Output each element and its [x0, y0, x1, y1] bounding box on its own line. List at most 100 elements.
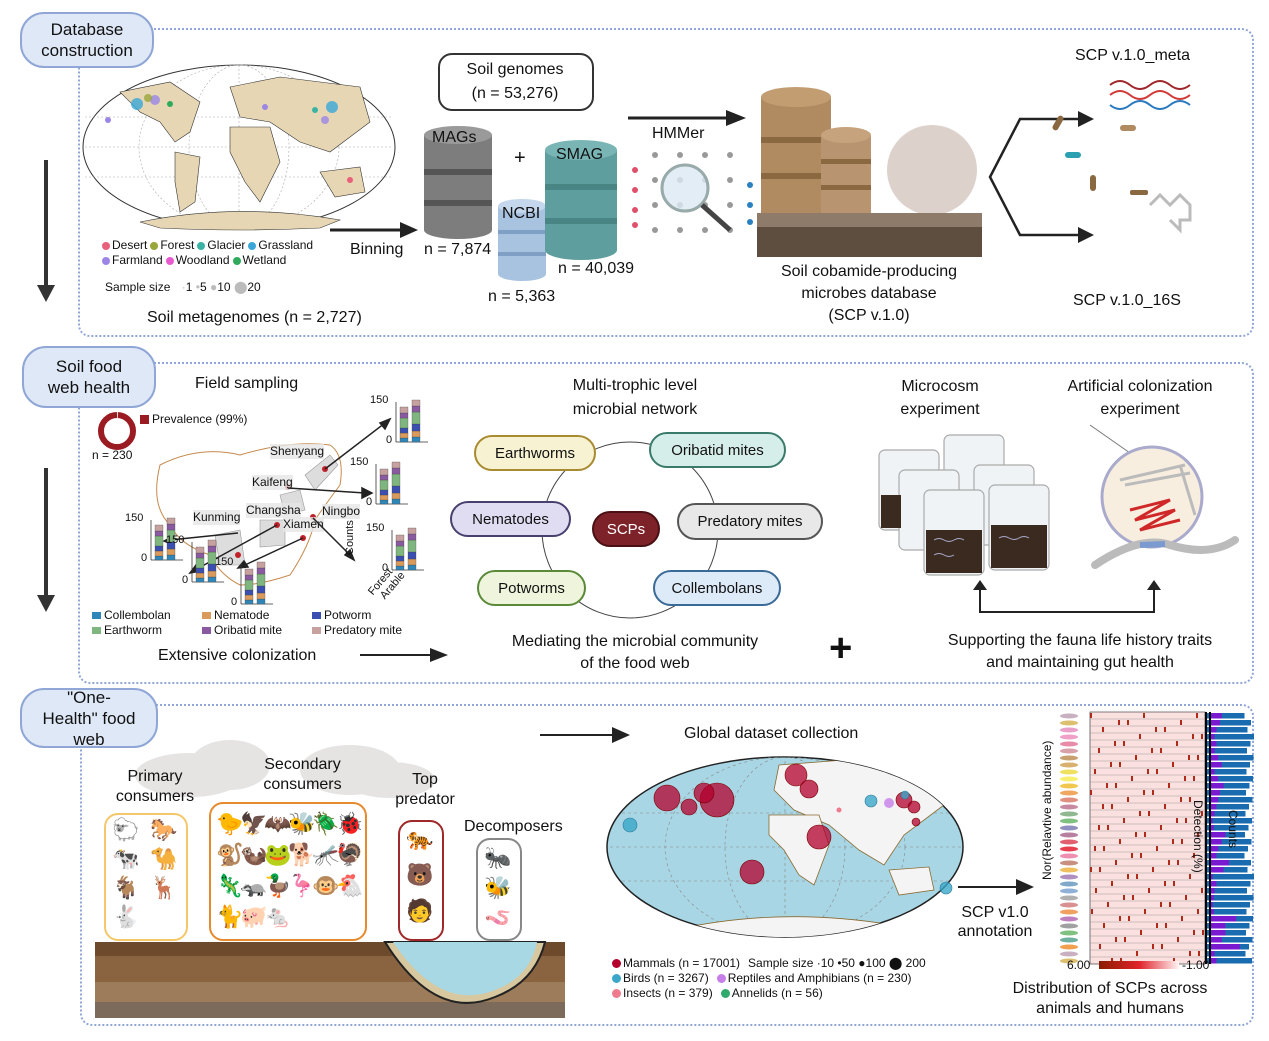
count-bar — [1211, 755, 1219, 761]
heatmap-cell — [1115, 860, 1117, 865]
mini-chart-axis-min: 0 — [182, 574, 189, 586]
row-color-marker — [1060, 874, 1078, 880]
heatmap-cell — [1196, 713, 1198, 718]
heatmap-cell — [1147, 769, 1149, 774]
heatmap-cell — [1160, 748, 1162, 753]
heatmap-cell — [1197, 832, 1199, 837]
termite-icon: 🐜 — [484, 845, 512, 870]
row-color-marker — [1060, 797, 1078, 803]
falcon-icon: 🦅 — [240, 811, 268, 836]
distribution-line1: Distribution of SCPs across — [1012, 980, 1208, 997]
flow-arrow-down-1 — [37, 160, 55, 302]
mini-stacked-bar-chart — [191, 539, 224, 583]
bar-segment — [391, 485, 401, 494]
toad-icon: 🐸 — [264, 842, 292, 867]
row-color-marker — [1060, 958, 1078, 964]
dog-icon: 🐕 — [288, 842, 316, 867]
bar-segment — [154, 545, 164, 552]
decomposers-box — [476, 838, 522, 941]
city-kunming: Kunming — [193, 510, 241, 525]
bar-segment — [379, 468, 389, 476]
heatmap-cell — [1106, 783, 1108, 788]
bar-segment — [399, 412, 409, 419]
node-earthworms: Earthworms — [474, 435, 596, 471]
bar-segment — [244, 568, 254, 576]
habitat-legend-item: Grassland — [248, 238, 313, 252]
animal-sample-world-map — [606, 756, 964, 938]
bar-segment — [256, 585, 266, 594]
legend-dot — [197, 241, 206, 250]
heatmap-cell — [1115, 937, 1117, 942]
count-bar — [1211, 804, 1217, 810]
smag-count: n = 40,039 — [558, 260, 635, 277]
sample-size-5: 5 — [199, 280, 207, 294]
habitat-legend-item: Glacier — [197, 238, 245, 252]
bar-segment — [407, 539, 417, 553]
bar-segment — [195, 577, 205, 583]
count-bar — [1211, 874, 1213, 880]
bar-segment — [395, 534, 405, 542]
detection-bar — [1207, 804, 1249, 810]
detection-bar — [1207, 888, 1247, 894]
habitat-legend-item: Forest — [150, 238, 194, 252]
mini-chart-axis-max: 150 — [215, 556, 234, 568]
network-title-1: Multi-trophic level — [572, 377, 698, 394]
detection-bar — [1207, 832, 1245, 838]
heatmap-cell — [1111, 881, 1113, 886]
bar-segment — [407, 564, 417, 571]
heatmap-cell — [1127, 797, 1129, 802]
detection-bar — [1207, 727, 1248, 733]
pig-icon: 🐖 — [240, 904, 268, 929]
primary-consumers-box — [104, 813, 188, 941]
distribution-line2: animals and humans — [1036, 1000, 1184, 1017]
legend-dot — [102, 256, 110, 265]
count-bar — [1211, 895, 1214, 901]
heatmap-cell — [1197, 909, 1199, 914]
count-bar — [1211, 769, 1215, 775]
to-global-arrow — [540, 727, 630, 743]
crane-icon: 🦩 — [288, 873, 316, 898]
heatmap-cell — [1099, 944, 1101, 949]
annotation-arrow — [958, 879, 1034, 895]
bar-segment — [166, 523, 176, 531]
chicken-icon: 🐔 — [336, 873, 364, 898]
heatmap-cell — [1193, 776, 1195, 781]
mini-chart-axis-min: 0 — [386, 434, 393, 446]
row-color-marker — [1060, 902, 1078, 908]
sample-size-legend: Sample size ·1 •5 ●10 ⬤20 — [105, 280, 261, 294]
bar-segment — [395, 545, 405, 557]
group-legend-item: Insects (n = 379) — [612, 986, 713, 1000]
heatmap-cell — [1119, 762, 1121, 767]
count-bar — [1211, 930, 1226, 936]
bar-segment — [256, 592, 266, 600]
heatmap-cell — [1127, 874, 1129, 879]
count-bar — [1211, 713, 1222, 719]
detection-bar — [1207, 776, 1253, 782]
count-bar — [1211, 727, 1217, 733]
bar-segment — [195, 557, 205, 569]
fauna-legend-item: Predatory mite — [312, 623, 412, 638]
detection-bar — [1207, 825, 1249, 831]
mini-chart-axis-max: 150 — [350, 456, 369, 468]
detection-bar — [1207, 769, 1247, 775]
count-bar — [1211, 734, 1215, 740]
scp-database-soil-icon — [757, 87, 982, 257]
row-color-marker — [1060, 881, 1078, 887]
heatmap-cell — [1102, 804, 1104, 809]
count-bar — [1211, 748, 1215, 754]
heatmap-cell — [1136, 874, 1138, 879]
detection-bar — [1207, 874, 1254, 880]
heatmap-cell — [1152, 944, 1154, 949]
bar-segment — [207, 570, 217, 578]
sample-count: n = 230 — [92, 448, 133, 462]
bar-segment — [256, 598, 266, 605]
detection-bar — [1207, 762, 1250, 768]
heatmap-cell — [1098, 748, 1100, 753]
mini-chart-axis-min: 0 — [141, 552, 148, 564]
sample-size-1: 1 — [185, 280, 193, 294]
top-predator-box — [398, 820, 444, 941]
heatmap-cell — [1189, 874, 1191, 879]
heatmap-cell — [1202, 930, 1204, 935]
row-color-marker — [1060, 776, 1078, 782]
